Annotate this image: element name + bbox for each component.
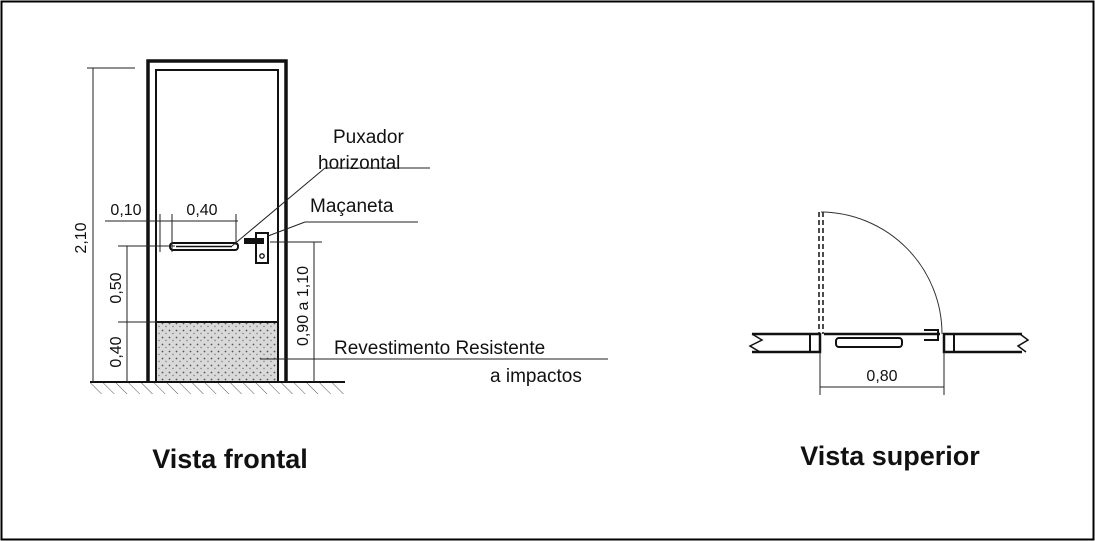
wall-right bbox=[942, 332, 1022, 354]
leader-pull-handle bbox=[231, 167, 326, 247]
dim-handle-length-text: 0,40 bbox=[186, 202, 217, 219]
front-view: 2,10 0,50 0,40 0,10 0,40 0,90 a 1,10 Pux… bbox=[73, 59, 608, 474]
wall-left bbox=[752, 332, 822, 354]
caption-front-view: Vista frontal bbox=[152, 444, 308, 474]
ground-hatch bbox=[90, 382, 345, 394]
lever-handle bbox=[244, 238, 264, 244]
label-coating-line1: Revestimento Resistente bbox=[334, 338, 545, 359]
door-swing-arc bbox=[820, 211, 943, 335]
wall-left-break bbox=[748, 333, 764, 353]
dim-clear-width-text: 0,80 bbox=[866, 368, 897, 385]
kick-plate bbox=[155, 321, 279, 383]
wall-right-break bbox=[1016, 333, 1030, 353]
label-pull-handle-line1: Puxador bbox=[333, 127, 404, 148]
door-frame-inner bbox=[155, 69, 279, 382]
dim-lever-height-text: 0,90 a 1,10 bbox=[295, 266, 312, 346]
dim-handle-from-plate-text: 0,50 bbox=[108, 272, 125, 303]
label-pull-handle-line2: horizontal bbox=[318, 153, 400, 174]
top-view: 0,80 Vista superior bbox=[748, 211, 1030, 471]
dim-offset-text: 0,10 bbox=[110, 202, 141, 219]
keyhole bbox=[259, 253, 265, 259]
top-lever bbox=[924, 329, 939, 341]
leader-lever bbox=[267, 221, 306, 237]
dim-plate-height-text: 0,40 bbox=[108, 336, 125, 367]
dim-height-text: 2,10 bbox=[73, 222, 90, 253]
label-lever: Maçaneta bbox=[310, 196, 394, 217]
top-pull-handle bbox=[835, 337, 903, 348]
caption-top-view: Vista superior bbox=[800, 441, 980, 471]
label-coating-line2: a impactos bbox=[490, 366, 582, 387]
